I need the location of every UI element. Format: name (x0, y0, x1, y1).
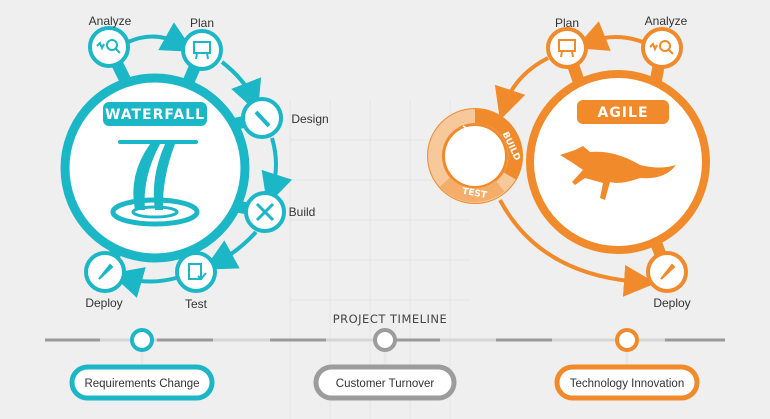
waterfall-step-analyze (88, 26, 130, 68)
timeline-marker-technology (615, 328, 639, 352)
waterfall-label-test: Test (185, 297, 208, 311)
agile-title: AGILE (597, 105, 648, 121)
event-pill-technology (554, 364, 700, 401)
deploy-rocket-icon (98, 263, 114, 280)
build-tools-icon (255, 202, 275, 222)
event-customer-turnover: Customer Turnover (336, 378, 435, 390)
agile-badge (577, 100, 669, 124)
waterfall-step-test (175, 251, 217, 293)
agile-step-analyze (641, 27, 683, 69)
timeline-title: PROJECT TIMELINE (333, 312, 448, 326)
event-technology-innovation: Technology Innovation (570, 378, 684, 390)
event-pill-customer (313, 364, 457, 401)
timeline-marker-customer (373, 328, 397, 352)
analyze-magnifier-icon (649, 40, 674, 55)
waterfall-label-build: Build (289, 205, 316, 219)
waterfall-step-plan (181, 29, 223, 71)
waterfall-title: WATERFALL (105, 107, 205, 123)
analyze-magnifier-icon (96, 39, 121, 54)
waterfall-label-deploy: Deploy (85, 296, 122, 310)
waterfall-label-design: Design (291, 112, 328, 126)
cycle-test: TEST (461, 187, 488, 201)
plan-board-icon (558, 39, 576, 58)
waterfall-label-plan: Plan (190, 16, 214, 30)
agile-label-deploy: Deploy (653, 296, 690, 310)
agile-diagram: AGILE DESIGN BUILD TEST Plan Analyze Dep… (427, 14, 710, 310)
waterfall-icon (110, 140, 200, 227)
waterfall-badge (103, 102, 207, 126)
agile-step-plan (546, 27, 588, 69)
deploy-rocket-icon (660, 263, 676, 280)
event-requirements-change: Requirements Change (84, 378, 199, 390)
timeline-marker-requirements (130, 328, 154, 352)
project-timeline: PROJECT TIMELINE Requirements Change Cus… (45, 312, 725, 401)
test-checklist-icon (188, 263, 207, 281)
waterfall-diagram: WATERFALL Analyze Plan Design Build (60, 14, 329, 311)
agile-label-analyze: Analyze (645, 14, 688, 28)
background-grid (289, 100, 470, 419)
agile-label-plan: Plan (555, 16, 579, 30)
event-pill-requirements (69, 364, 215, 401)
design-brush-icon (254, 110, 271, 128)
waterfall-label-analyze: Analyze (89, 14, 132, 28)
plan-board-icon (193, 41, 211, 60)
fox-icon (560, 146, 676, 200)
